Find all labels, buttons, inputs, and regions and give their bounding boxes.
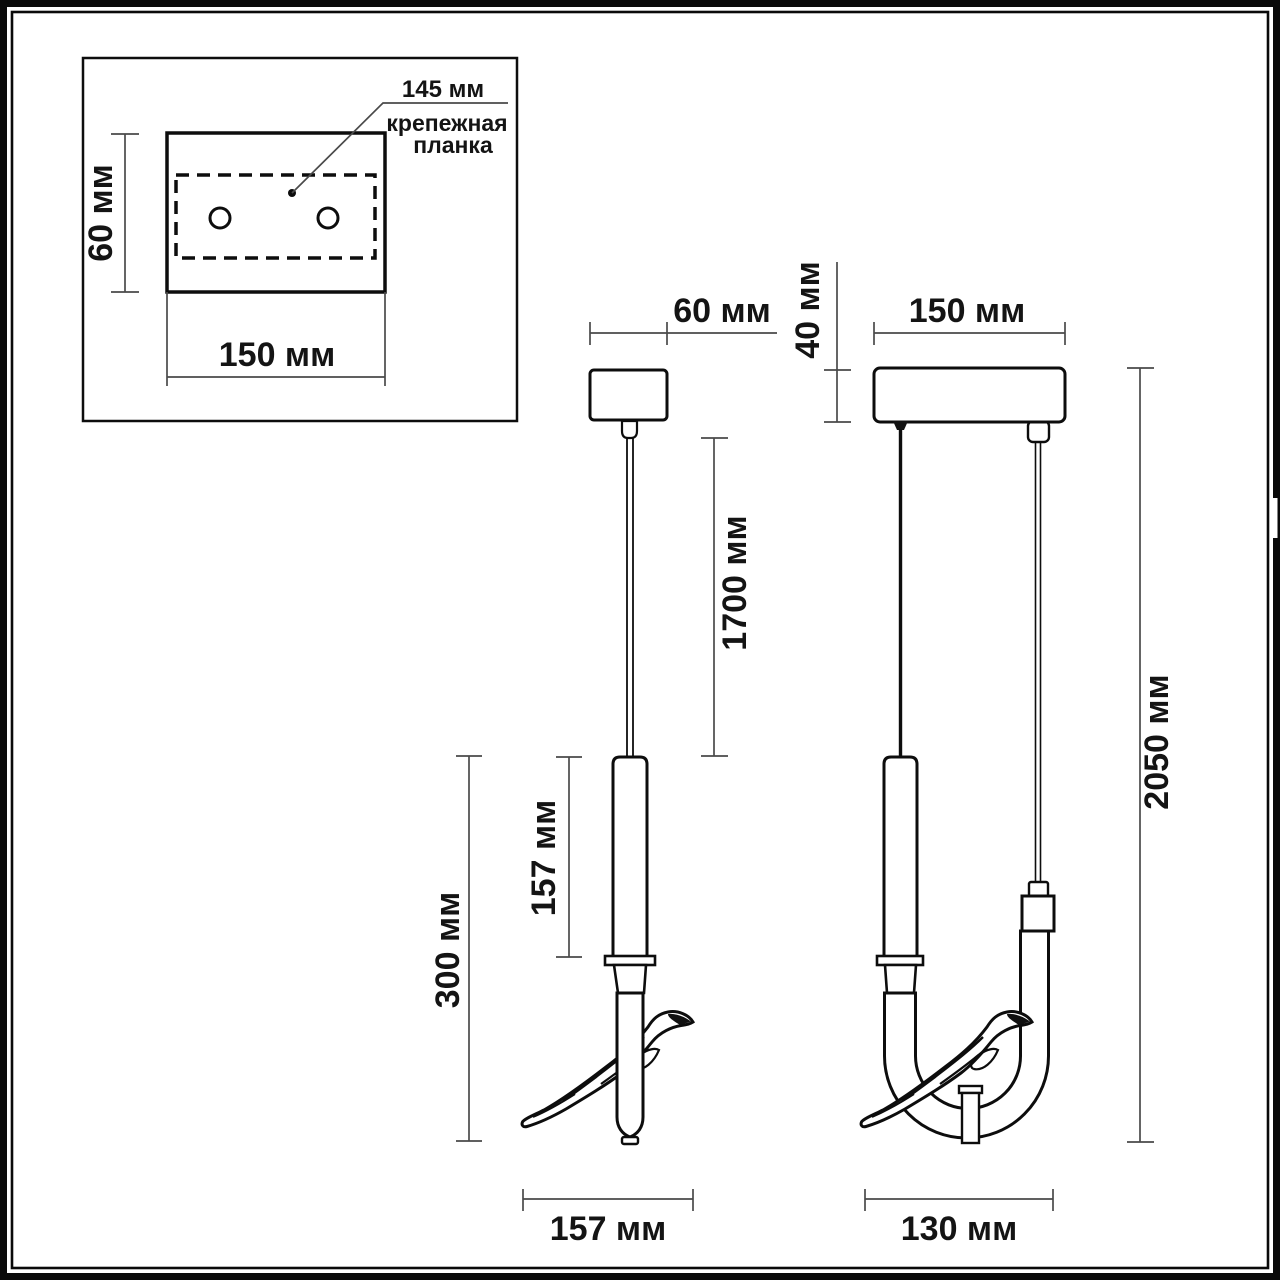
canopy-width-dimension-side: 60 мм: [589, 292, 777, 345]
screw-hole-left: [208, 206, 232, 230]
dim-label-hole-spacing: 145 мм: [402, 76, 484, 103]
dim-label-canopy-height-front: 40 мм: [789, 261, 827, 359]
neck-front: [883, 963, 918, 995]
shade-length-dimension: 157 мм: [525, 756, 582, 958]
pendant-front-view: [859, 366, 1067, 1145]
mounting-bracket-dashed: [174, 173, 377, 260]
inset-frame: [81, 56, 519, 423]
dim-label-plate-height: 60 мм: [82, 164, 120, 262]
upper-tube-side: [611, 755, 649, 959]
collar-front: [875, 954, 925, 967]
canopy-height-dimension-front: 40 мм: [789, 261, 851, 423]
dim-label-suspension-length: 1700 мм: [716, 515, 754, 650]
neck-side: [612, 963, 648, 995]
body-width-dimension-front: 130 мм: [864, 1189, 1054, 1248]
dim-label-body-height: 300 мм: [429, 892, 467, 1008]
glass-shade-side: [615, 991, 645, 1139]
socket-front: [1020, 894, 1056, 933]
dim-label-canopy-width-side: 60 мм: [673, 292, 771, 330]
border-notch: [1272, 498, 1278, 538]
body-height-dimension: 300 мм: [429, 755, 482, 1142]
pendant-side-view: [520, 368, 695, 1146]
screw-hole-right: [316, 206, 340, 230]
mount-bracket-label-line1: крепежная: [386, 110, 507, 136]
overall-height-dimension: 2050 мм: [1127, 367, 1176, 1143]
mounting-plate-inset: 145 мм крепежная планка 60 мм 150 мм: [81, 56, 519, 423]
dim-label-overall-height: 2050 мм: [1138, 674, 1176, 809]
front-view-dimensions: 40 мм 150 мм 2050 мм 130 мм: [789, 261, 1176, 1248]
dim-label-canopy-width-front: 150 мм: [909, 292, 1025, 330]
perch-stem-front: [960, 1091, 981, 1145]
suspension-length-dimension: 1700 мм: [701, 437, 754, 757]
collar-side: [603, 954, 657, 967]
canopy-side: [588, 368, 669, 422]
inner-border: [10, 10, 1270, 1270]
cable-gland-side: [620, 419, 639, 440]
u-tube-front: [883, 929, 1050, 1140]
cord-knob-front: [893, 421, 908, 430]
canopy-width-dimension-front: 150 мм: [873, 292, 1066, 345]
inset-height-dimension: 60 мм: [82, 133, 139, 293]
body-width-dimension-side: 157 мм: [522, 1189, 694, 1248]
dim-label-body-width-side: 157 мм: [550, 1210, 666, 1248]
dim-label-body-width-front: 130 мм: [901, 1210, 1017, 1248]
dim-label-shade-length: 157 мм: [525, 800, 563, 916]
mount-bracket-label-line2: планка: [413, 132, 493, 158]
canopy-plan-view: [165, 131, 387, 294]
canopy-front: [872, 366, 1067, 424]
leader-line: [291, 102, 508, 194]
inset-width-dimension: 150 мм: [166, 292, 386, 386]
cable-gland-front: [1026, 419, 1051, 444]
shade-tip-side: [620, 1135, 640, 1146]
dim-label-plate-width: 150 мм: [219, 336, 335, 374]
side-view-dimensions: 60 мм 1700 мм 157 мм 300 мм 157 мм: [429, 292, 777, 1248]
upper-tube-front: [882, 755, 919, 959]
